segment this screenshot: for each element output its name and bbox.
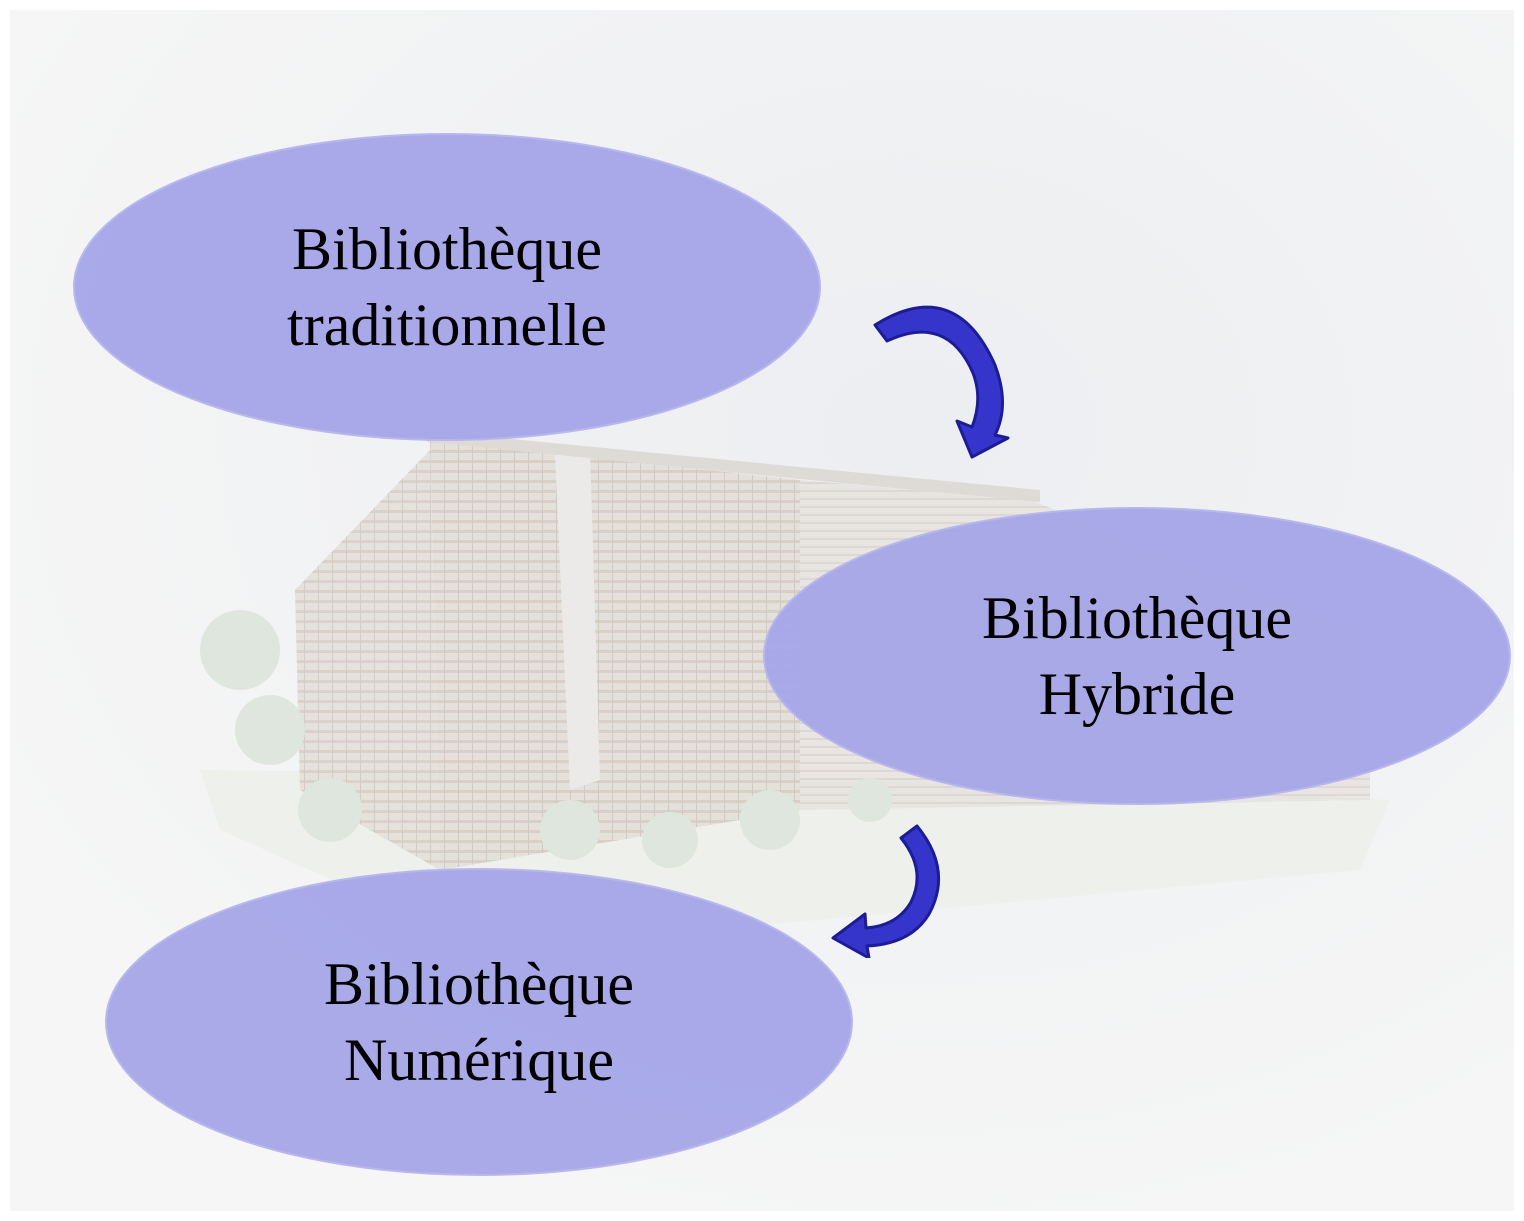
slide-canvas: Bibliothèque traditionnelle Bibliothèque… <box>10 10 1514 1211</box>
curved-arrow-icon <box>831 824 941 958</box>
node-label-line: traditionnelle <box>287 292 607 358</box>
node-ellipse <box>763 507 1511 805</box>
node-label: Bibliothèque Numérique <box>324 946 634 1098</box>
node-label: Bibliothèque Hybride <box>982 580 1292 732</box>
node-label-line: Bibliothèque <box>982 585 1292 651</box>
node-ellipse <box>73 133 821 441</box>
node-label-line: Hybride <box>1038 661 1236 727</box>
node-label-line: Bibliothèque <box>292 216 602 282</box>
node-digital-library: Bibliothèque Numérique <box>104 867 854 1177</box>
node-ellipse <box>105 868 853 1176</box>
node-hybrid-library: Bibliothèque Hybride <box>762 506 1512 806</box>
node-label-line: Bibliothèque <box>324 951 634 1017</box>
curved-arrow-icon <box>873 305 1010 459</box>
node-traditional-library: Bibliothèque traditionnelle <box>72 132 822 442</box>
node-label-line: Numérique <box>344 1027 614 1093</box>
node-label: Bibliothèque traditionnelle <box>287 211 607 363</box>
